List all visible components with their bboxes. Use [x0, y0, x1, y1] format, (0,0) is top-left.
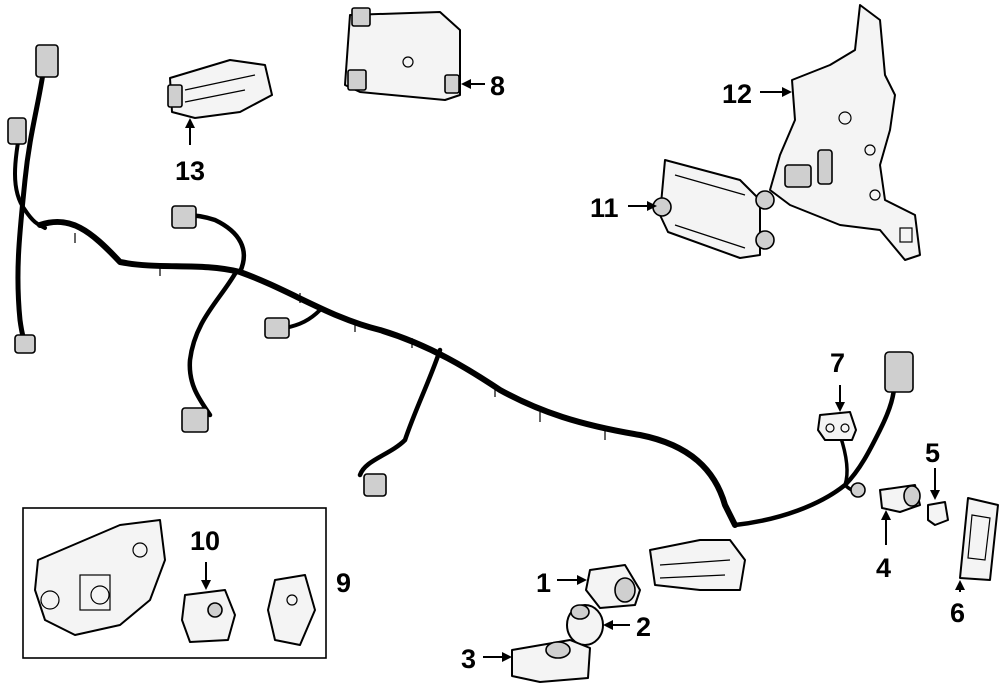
- callout-label: 12: [722, 79, 752, 109]
- harness-connector: [14, 334, 36, 354]
- cap-part-5: [927, 501, 949, 526]
- callout-label: 4: [876, 553, 891, 583]
- module-part-11: [652, 159, 775, 259]
- callout-label: 11: [590, 193, 619, 223]
- harness-connector: [7, 117, 27, 145]
- harness-end-connector: [649, 539, 746, 591]
- sensor-part-3: [511, 639, 591, 683]
- callout-10: 10: [190, 526, 220, 590]
- callout-1: 1: [536, 568, 587, 598]
- harness-connector: [363, 473, 387, 497]
- callout-3: 3: [461, 644, 512, 674]
- callout-label: 3: [461, 644, 476, 674]
- callout-label: 8: [490, 71, 505, 101]
- callout-label: 13: [175, 156, 205, 186]
- harness-connector: [264, 317, 290, 339]
- inset-box-part-9: [22, 507, 327, 659]
- bracket-part-6: [959, 497, 999, 581]
- callout-8: 8: [461, 71, 505, 101]
- callout-label: 2: [636, 612, 651, 642]
- callout-6: 6: [950, 580, 965, 628]
- harness-connector: [884, 351, 914, 393]
- harness-connector: [181, 407, 209, 433]
- callout-label: 6: [950, 598, 965, 628]
- module-part-8: [344, 7, 461, 101]
- callout-label: 1: [536, 568, 551, 598]
- sensor-part-4: [879, 484, 921, 513]
- callout-5: 5: [925, 438, 940, 500]
- sensor-part-2: [566, 604, 604, 646]
- callout-13: 13: [175, 118, 205, 186]
- wiring-harness: [7, 44, 914, 528]
- callout-label: 9: [336, 568, 351, 598]
- callout-label: 7: [830, 348, 845, 378]
- sensor-part-1: [585, 564, 641, 609]
- callout-2: 2: [603, 612, 651, 642]
- harness-grommet: [850, 482, 866, 498]
- harness-connector: [171, 205, 197, 229]
- sensor-part-10: [181, 589, 236, 643]
- clip-part-7: [817, 411, 857, 441]
- harness-connector: [35, 44, 59, 78]
- bracket-part-12: [769, 4, 921, 261]
- callout-label: 5: [925, 438, 940, 468]
- callout-label: 10: [190, 526, 220, 556]
- connector-part-13: [167, 59, 273, 119]
- callout-4: 4: [876, 510, 891, 583]
- callout-11: 11: [590, 193, 657, 223]
- callout-12: 12: [722, 79, 792, 109]
- callout-9: 9: [336, 568, 351, 598]
- callout-7: 7: [830, 348, 845, 412]
